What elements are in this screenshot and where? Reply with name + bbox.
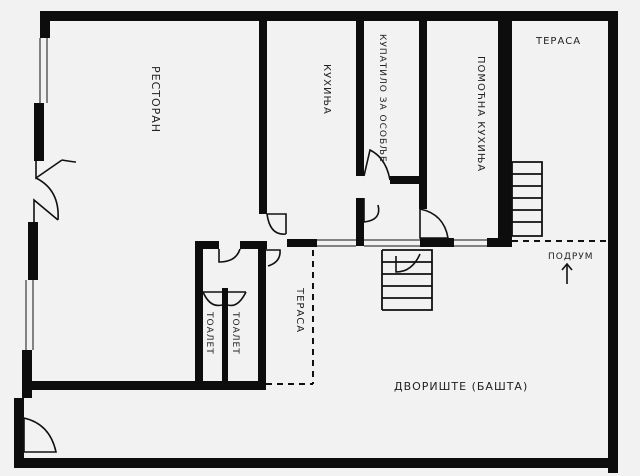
outer-wall-right [608,11,618,473]
label-terrace-top: ТЕРАСА [535,36,581,47]
doors [23,148,449,453]
left-wall-segment-1 [34,103,44,161]
toilet-corridor-door [218,248,241,263]
outer-wall-left-bottom [14,398,24,468]
corridor-bottom-wall [420,238,454,247]
wall-restaurant-kitchen [259,21,267,214]
windows [25,38,487,350]
wall-staff-auxkitchen [419,21,427,209]
label-aux-kitchen: ПОМОЋНА КУХИЊА [475,56,486,172]
terrace-stairs-outline [511,161,543,237]
staff-bathroom-bottom-wall [390,176,420,184]
aux-kitchen-door [419,208,449,239]
label-kitchen: КУХИЊА [321,64,332,115]
yard-door [23,417,57,453]
outer-wall-left-top [40,11,50,38]
kitchen-bottom-wall-a [287,239,317,247]
wall-kitchen-staff [356,21,364,176]
corridor-door [363,198,380,223]
left-wall-segment-2 [28,222,38,280]
label-courtyard: ДВОРИШТЕ (БАШТА) [394,380,528,393]
side-door-arc [265,249,281,267]
kitchen-door-leaf [267,213,287,234]
label-cellar: ПОДРУМ [548,252,594,262]
wall-kitchen-staff-lower [356,198,364,246]
wall-auxkitchen-terrace [498,21,512,247]
label-terrace-mid: ТЕРАСА [294,287,305,333]
front-stairs-outline [382,249,433,311]
entrance-door-leaf-bottom [33,198,59,222]
toilet-left-wall [195,241,203,386]
entrance-door-arc-top [61,159,77,163]
kitchen-bottom-wall-b [306,239,313,247]
walls [14,11,618,473]
label-staff-bathroom: КУПАТИЛО ЗА ОСОБЉЕ [377,34,387,163]
toilet-2-door [227,291,247,307]
restaurant-bottom-wall [22,381,266,390]
label-restaurant: РЕСТОРАН [149,66,162,133]
cellar-door [395,253,421,273]
toilet-1-door [202,291,223,307]
toilet-top-wall-a [195,241,219,249]
staff-bathroom-door [363,148,391,181]
entrance-door-arc [35,177,59,221]
cellar-arrow [561,262,573,284]
auxkitchen-bottom-wall [487,238,512,247]
label-toilet-2: ТОАЛЕТ [230,311,240,355]
kitchen-door-arc [266,213,287,235]
cellar-arrow-head [561,262,573,271]
left-wall-segment-3 [22,350,32,398]
stairs [381,161,543,311]
terrace-boundaries [266,240,608,385]
toilet-right-wall [258,241,266,386]
toilet-top-wall-b [240,241,267,249]
toilet-divider-wall [222,288,228,385]
outer-wall-top [40,11,615,21]
label-toilet-1: ТОАЛЕТ [204,311,214,355]
outer-wall-bottom [14,458,618,468]
